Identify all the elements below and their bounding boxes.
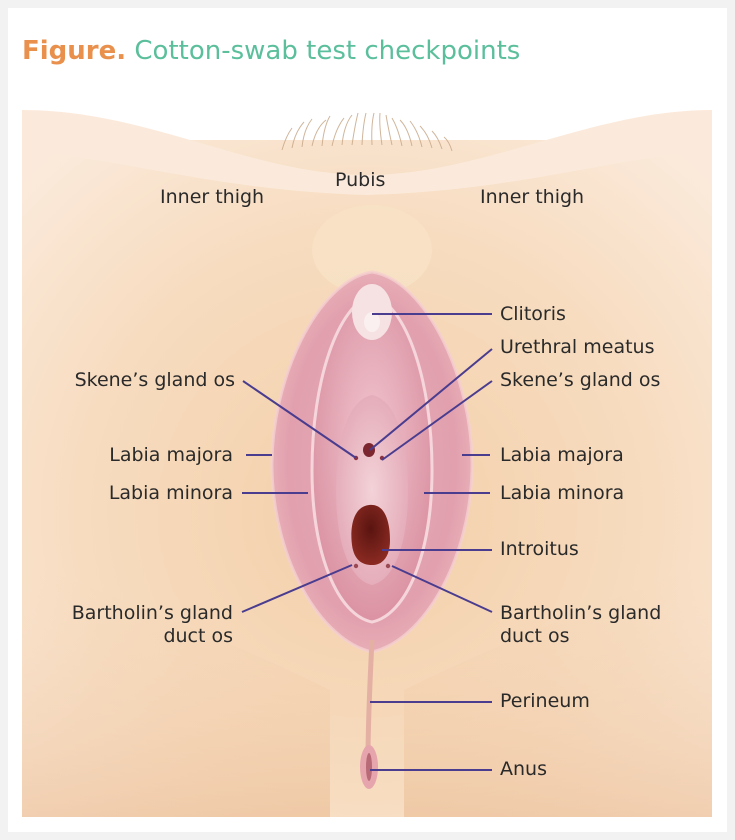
leader-lines: [241, 313, 493, 771]
label-clitoris: Clitoris: [500, 303, 566, 325]
label-pubis: Pubis: [335, 169, 386, 191]
introitus-shape: [351, 504, 390, 565]
label-bartholins-left: Bartholin’s gland duct os: [72, 602, 233, 648]
label-perineum: Perineum: [500, 690, 590, 712]
label-bartholins-right-line2: duct os: [500, 625, 570, 647]
label-introitus: Introitus: [500, 538, 579, 560]
label-labia-minora-left: Labia minora: [108, 482, 233, 504]
figure-heading: Figure. Cotton-swab test checkpoints: [22, 36, 520, 66]
label-bartholins-left-line1: Bartholin’s gland: [71, 602, 233, 624]
label-inner-thigh-left: Inner thigh: [160, 186, 265, 208]
label-bartholins-right-line1: Bartholin’s gland: [500, 602, 662, 624]
bartholins-os-right-dot: [385, 563, 391, 569]
mons-pubis: [312, 205, 432, 295]
figure-title: Cotton-swab test checkpoints: [134, 36, 521, 66]
label-skenes-gland-os-left: Skene’s gland os: [74, 369, 235, 391]
label-labia-majora-left: Labia majora: [109, 444, 233, 466]
label-urethral-meatus: Urethral meatus: [500, 336, 655, 358]
bartholins-os-left-dot: [353, 563, 359, 569]
label-inner-thigh-right: Inner thigh: [480, 186, 585, 208]
pubic-hair: [281, 112, 453, 152]
urethral-meatus-shape: [363, 443, 375, 457]
label-labia-majora-right: Labia majora: [500, 444, 624, 466]
label-labia-minora-right: Labia minora: [500, 482, 625, 504]
label-skenes-gland-os-right: Skene’s gland os: [500, 369, 661, 391]
label-anus: Anus: [500, 758, 547, 780]
label-bartholins-right: Bartholin’s gland duct os: [500, 602, 661, 648]
label-bartholins-left-line2: duct os: [163, 625, 233, 647]
figure-label: Figure.: [22, 36, 127, 66]
anatomy-illustration: [22, 110, 712, 817]
